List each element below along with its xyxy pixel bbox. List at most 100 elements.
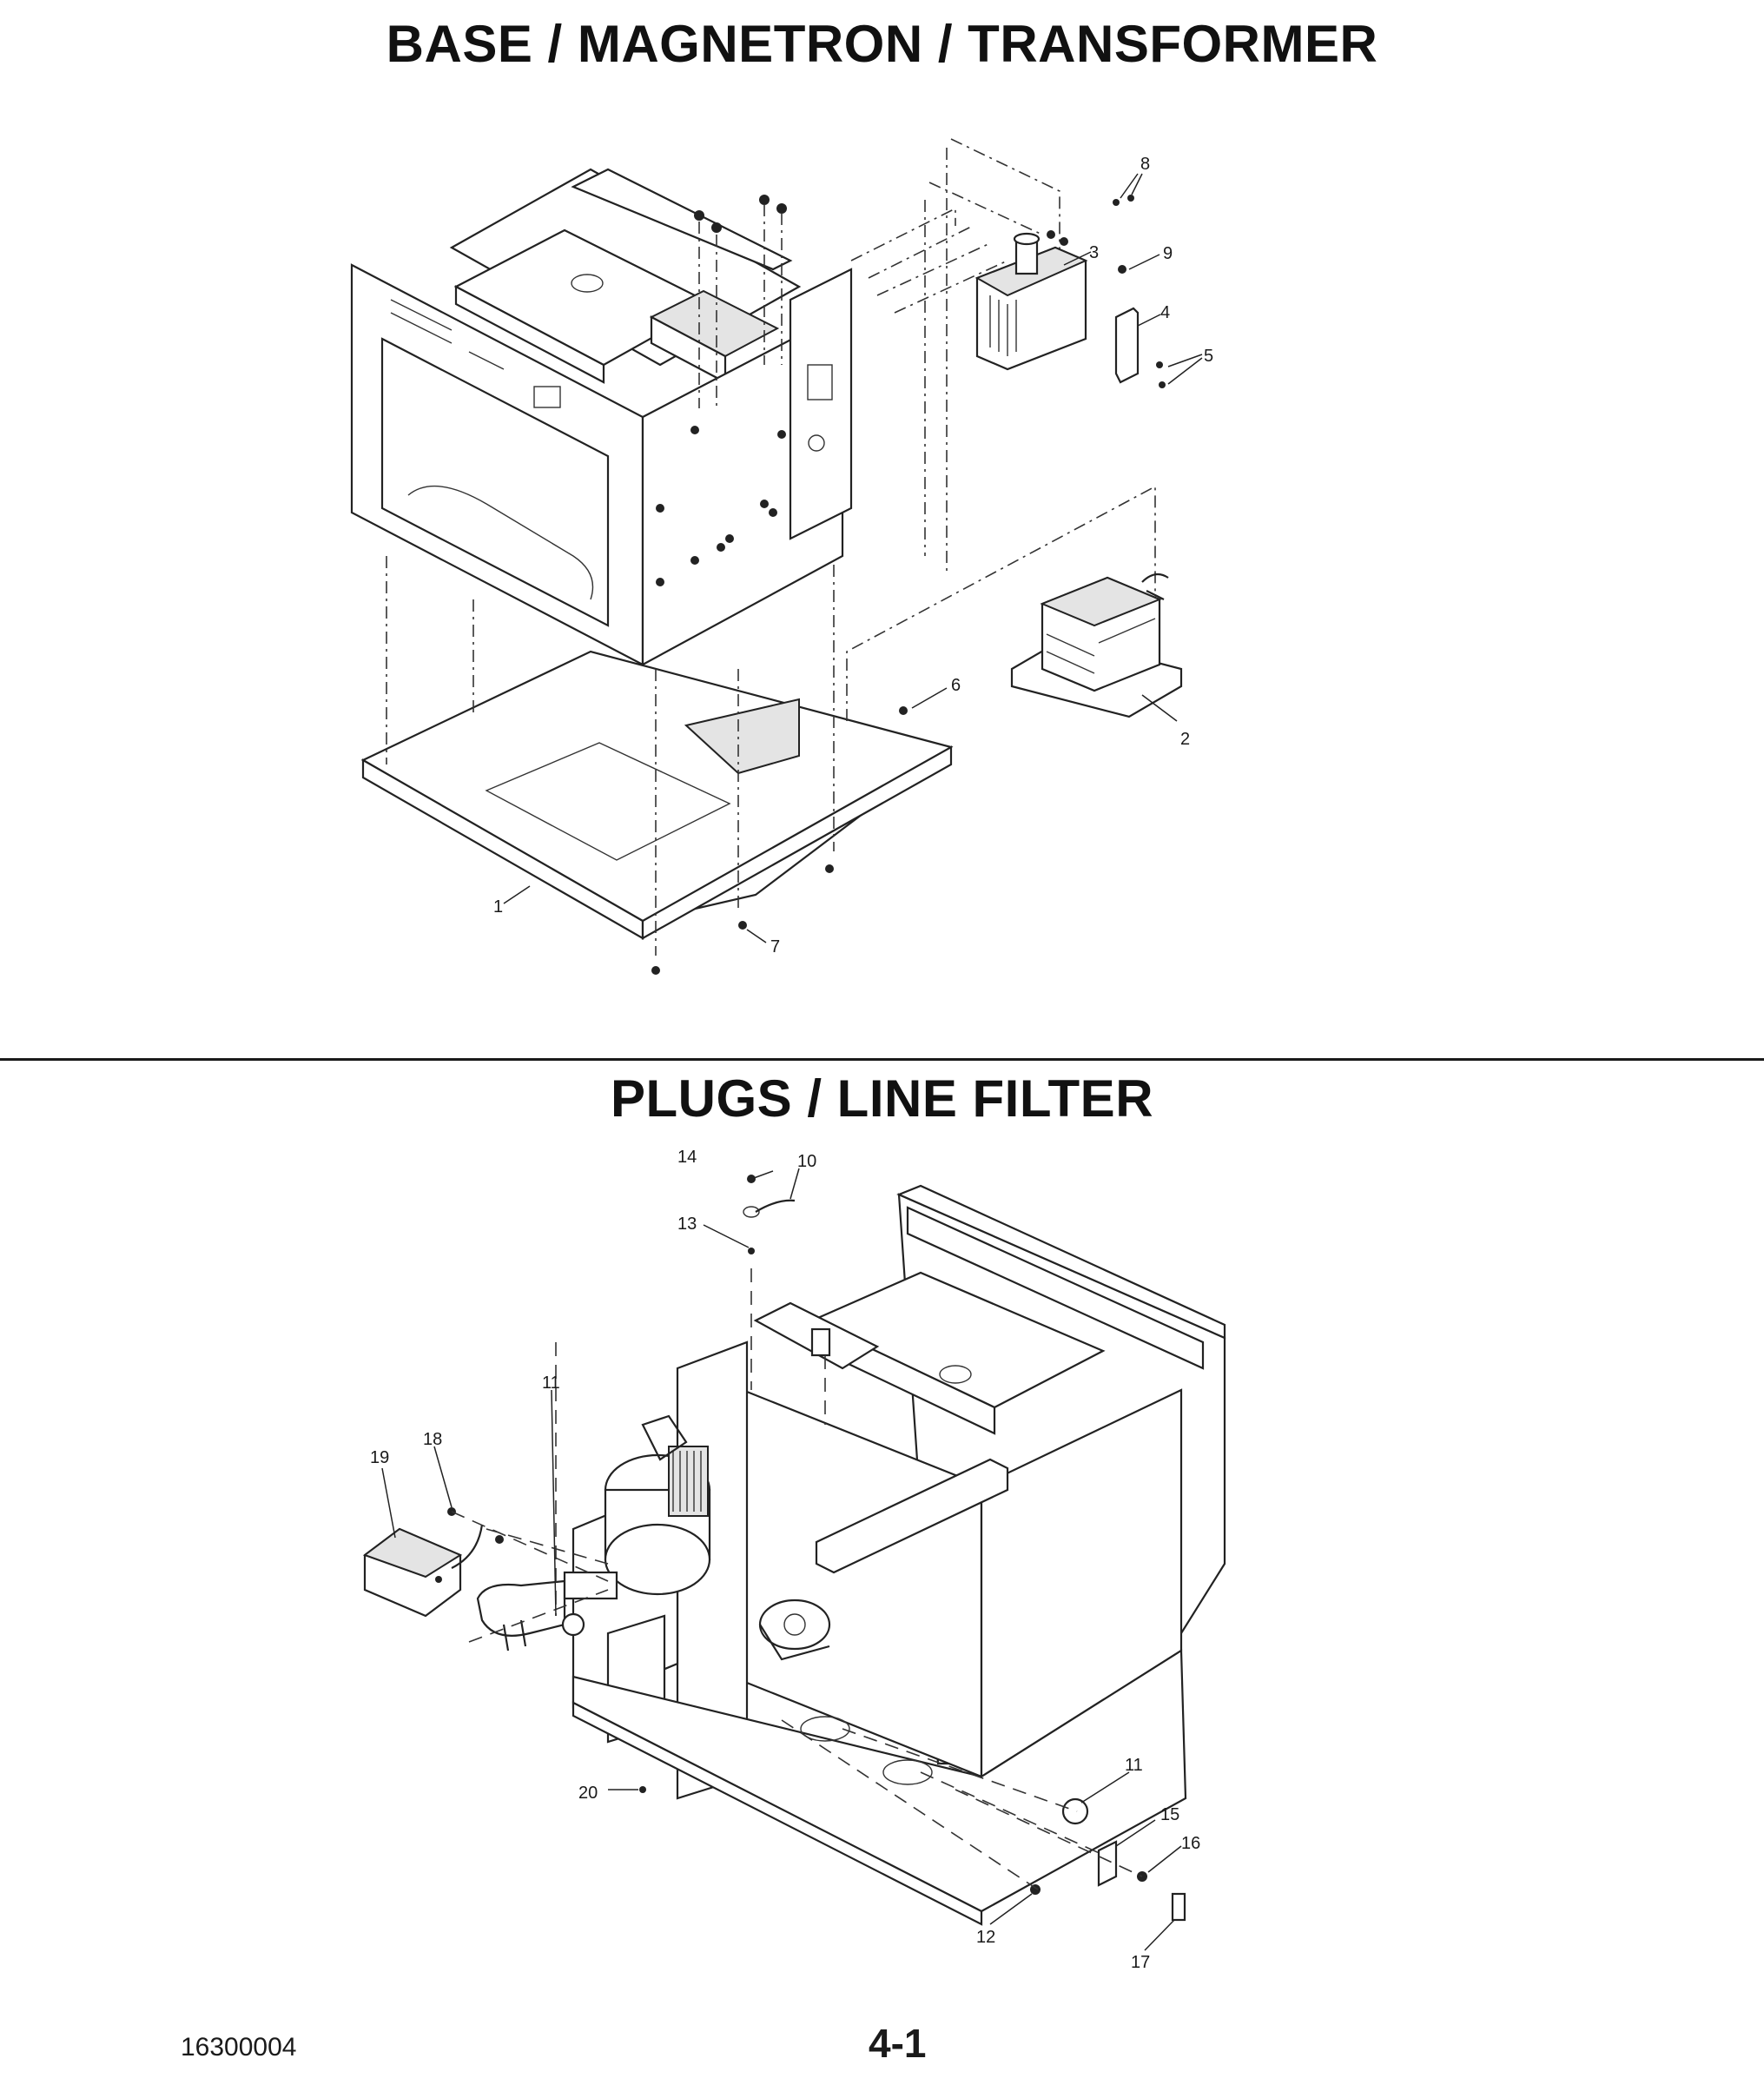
top-nuts bbox=[694, 195, 787, 233]
leader-16 bbox=[1147, 1845, 1182, 1873]
screw-item-20 bbox=[639, 1786, 646, 1793]
callout-3: 3 bbox=[1089, 243, 1099, 262]
leader-3 bbox=[1063, 251, 1092, 266]
leader-11-left bbox=[551, 1389, 557, 1617]
callout-5: 5 bbox=[1204, 347, 1213, 366]
callout-11-left: 11 bbox=[542, 1373, 560, 1393]
leader-11-right bbox=[1080, 1771, 1130, 1804]
cooling-fan-motor bbox=[758, 1598, 831, 1661]
leader-10 bbox=[790, 1168, 800, 1200]
thermostat-item-9 bbox=[1118, 265, 1126, 274]
base-vent-2 bbox=[882, 1759, 933, 1785]
screws-item-5 bbox=[1156, 361, 1166, 388]
ground-wire-10 bbox=[755, 1199, 796, 1213]
section-title-plugs-line-filter: PLUGS / LINE FILTER bbox=[610, 1069, 1154, 1128]
line-filter bbox=[362, 1527, 463, 1618]
base-vent-1 bbox=[800, 1716, 850, 1742]
front-opening bbox=[380, 337, 610, 627]
callout-19: 19 bbox=[370, 1448, 389, 1467]
leader-18 bbox=[433, 1446, 453, 1508]
thermostat-top bbox=[810, 1327, 831, 1357]
callout-15: 15 bbox=[1160, 1805, 1179, 1824]
rear-wall bbox=[789, 268, 853, 540]
section-title-base-magnetron-transformer: BASE / MAGNETRON / TRANSFORMER bbox=[386, 15, 1378, 73]
callout-2: 2 bbox=[1180, 730, 1190, 749]
cabinet-top-channel bbox=[906, 1206, 1205, 1370]
callout-8: 8 bbox=[1140, 155, 1150, 174]
strain-relief-bushing-right bbox=[1061, 1797, 1089, 1825]
leader-19 bbox=[381, 1467, 396, 1539]
base-pan-2-lip bbox=[571, 1701, 983, 1926]
cavity-rear-flange bbox=[571, 168, 793, 271]
alignment-lines-waveguide bbox=[924, 138, 1060, 573]
control-rail bbox=[815, 1458, 1009, 1574]
cavity-floor-edge bbox=[407, 485, 594, 600]
callout-12: 12 bbox=[976, 1928, 995, 1947]
leader-2 bbox=[1141, 694, 1178, 722]
callout-9: 9 bbox=[1163, 244, 1173, 263]
rear-wall-slot bbox=[807, 364, 833, 400]
power-cord-strain-relief bbox=[476, 1571, 618, 1651]
leader-13 bbox=[703, 1224, 750, 1248]
screw-item-7 bbox=[738, 921, 747, 930]
leader-15 bbox=[1115, 1819, 1156, 1847]
leader-5 bbox=[1167, 354, 1203, 385]
callout-14: 14 bbox=[677, 1148, 697, 1167]
screw-item-12 bbox=[1030, 1884, 1041, 1895]
screws-item-8 bbox=[1113, 195, 1134, 206]
blower-motor bbox=[604, 1414, 711, 1596]
fuse-item-17 bbox=[1171, 1892, 1186, 1922]
callout-17: 17 bbox=[1131, 1953, 1150, 1972]
bracket-item-15 bbox=[1097, 1840, 1118, 1887]
ring-terminal bbox=[743, 1206, 760, 1218]
callout-6: 6 bbox=[951, 676, 961, 695]
leader-17 bbox=[1144, 1919, 1175, 1951]
alignment-lines-transformer bbox=[846, 485, 1156, 721]
alignment-lines-right bbox=[781, 1719, 1143, 1890]
ground-wire bbox=[451, 1524, 484, 1569]
magnetron bbox=[974, 230, 1088, 371]
callout-16: 16 bbox=[1181, 1834, 1200, 1853]
cabinet-top-rim bbox=[896, 1184, 1226, 1340]
alignment-lines-nuts bbox=[698, 204, 783, 408]
screw-base-side bbox=[825, 864, 834, 873]
wall-fasteners bbox=[656, 426, 786, 586]
magnetron-bracket bbox=[1114, 307, 1140, 384]
transformer bbox=[1010, 573, 1183, 718]
screw-base-front bbox=[651, 966, 660, 975]
section-divider bbox=[0, 1058, 1764, 1061]
stirrer-hub bbox=[571, 274, 604, 293]
callout-1: 1 bbox=[493, 897, 503, 917]
callout-10: 10 bbox=[797, 1152, 816, 1171]
vent-slots bbox=[390, 299, 505, 370]
leader-7 bbox=[746, 929, 767, 943]
alignment-lines-filter bbox=[451, 1511, 609, 1643]
document-number: 16300004 bbox=[181, 2033, 297, 2062]
alignment-lines-magnetron bbox=[850, 207, 1008, 314]
base-pan-side-lip bbox=[641, 745, 953, 940]
callout-7: 7 bbox=[770, 937, 780, 956]
cavity-box-side bbox=[454, 285, 605, 384]
screw-item-6 bbox=[899, 706, 908, 715]
nut-item-18b bbox=[495, 1535, 504, 1544]
base-bracket bbox=[684, 698, 800, 775]
stirrer-hub-2 bbox=[939, 1365, 972, 1384]
page-number: 4-1 bbox=[869, 2021, 927, 2066]
front-cutout bbox=[533, 386, 561, 408]
callout-11-right: 11 bbox=[1125, 1756, 1143, 1775]
alignment-lines-vertical bbox=[386, 556, 835, 956]
leader-9 bbox=[1128, 254, 1160, 270]
exploded-diagram-plugs-line-filter: 14 10 13 11 18 19 20 11 12 15 16 17 bbox=[362, 1148, 1226, 1972]
callout-4: 4 bbox=[1160, 303, 1170, 322]
leader-1 bbox=[503, 885, 531, 904]
leader-8 bbox=[1120, 173, 1143, 199]
leader-14 bbox=[753, 1170, 774, 1179]
callout-20: 20 bbox=[578, 1784, 598, 1803]
base-pan-cutout bbox=[485, 742, 731, 861]
exploded-diagram-base-magnetron-transformer: 1 2 3 4 5 6 7 8 9 bbox=[350, 138, 1213, 975]
callout-18: 18 bbox=[423, 1430, 442, 1449]
leader-6 bbox=[911, 687, 948, 709]
leader-12 bbox=[989, 1893, 1033, 1925]
screw-item-14 bbox=[747, 1175, 756, 1183]
leader-4 bbox=[1137, 314, 1161, 327]
